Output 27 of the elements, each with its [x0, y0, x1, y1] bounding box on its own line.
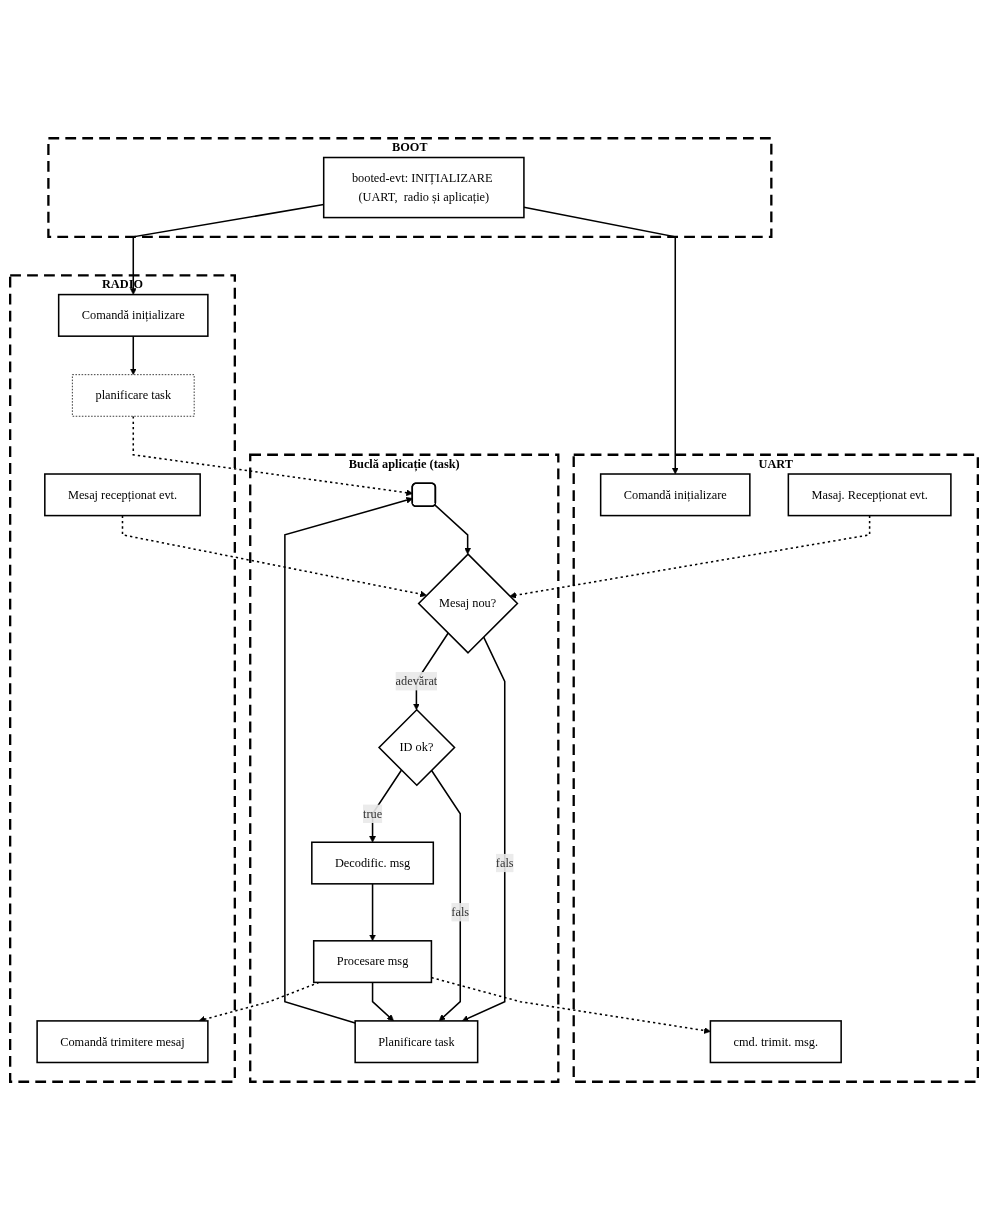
node-box: booted-evt: INIȚIALIZARE (UART, radio și aplicație) [322, 156, 525, 219]
node-box: Procesare msg [312, 940, 432, 984]
node-box: planificare task [71, 374, 195, 417]
edge-label: fals [450, 905, 469, 919]
node-diamond: Mesaj nou? [417, 553, 518, 654]
arrow [371, 981, 394, 1022]
node-box: cmd. trimit. msg. [709, 1020, 842, 1064]
node-diamond: ID ok? [377, 708, 456, 787]
node-box: Planificare task [353, 1020, 478, 1064]
edge-label: true [362, 806, 382, 820]
arrow [129, 203, 324, 295]
arrow [129, 335, 137, 375]
arrow [368, 769, 402, 843]
arrow [121, 514, 427, 598]
node-box: Comandă trimitere mesaj [35, 1020, 209, 1064]
arrow [368, 883, 376, 942]
edge-label: adevărat [395, 674, 437, 688]
arrow [433, 504, 471, 555]
edge-label: fals [495, 856, 514, 870]
node-box: Comandă inițializare [57, 293, 209, 337]
arrow [509, 514, 870, 599]
arrow [430, 769, 461, 1022]
node-box: Masaj. Recepționat evt. [787, 473, 952, 517]
node-box: Comandă inițializare [599, 473, 751, 517]
node-box: Decodific. msg [310, 841, 434, 885]
node-box: Mesaj recepționat evt. [43, 473, 201, 517]
arrow [461, 636, 505, 1022]
